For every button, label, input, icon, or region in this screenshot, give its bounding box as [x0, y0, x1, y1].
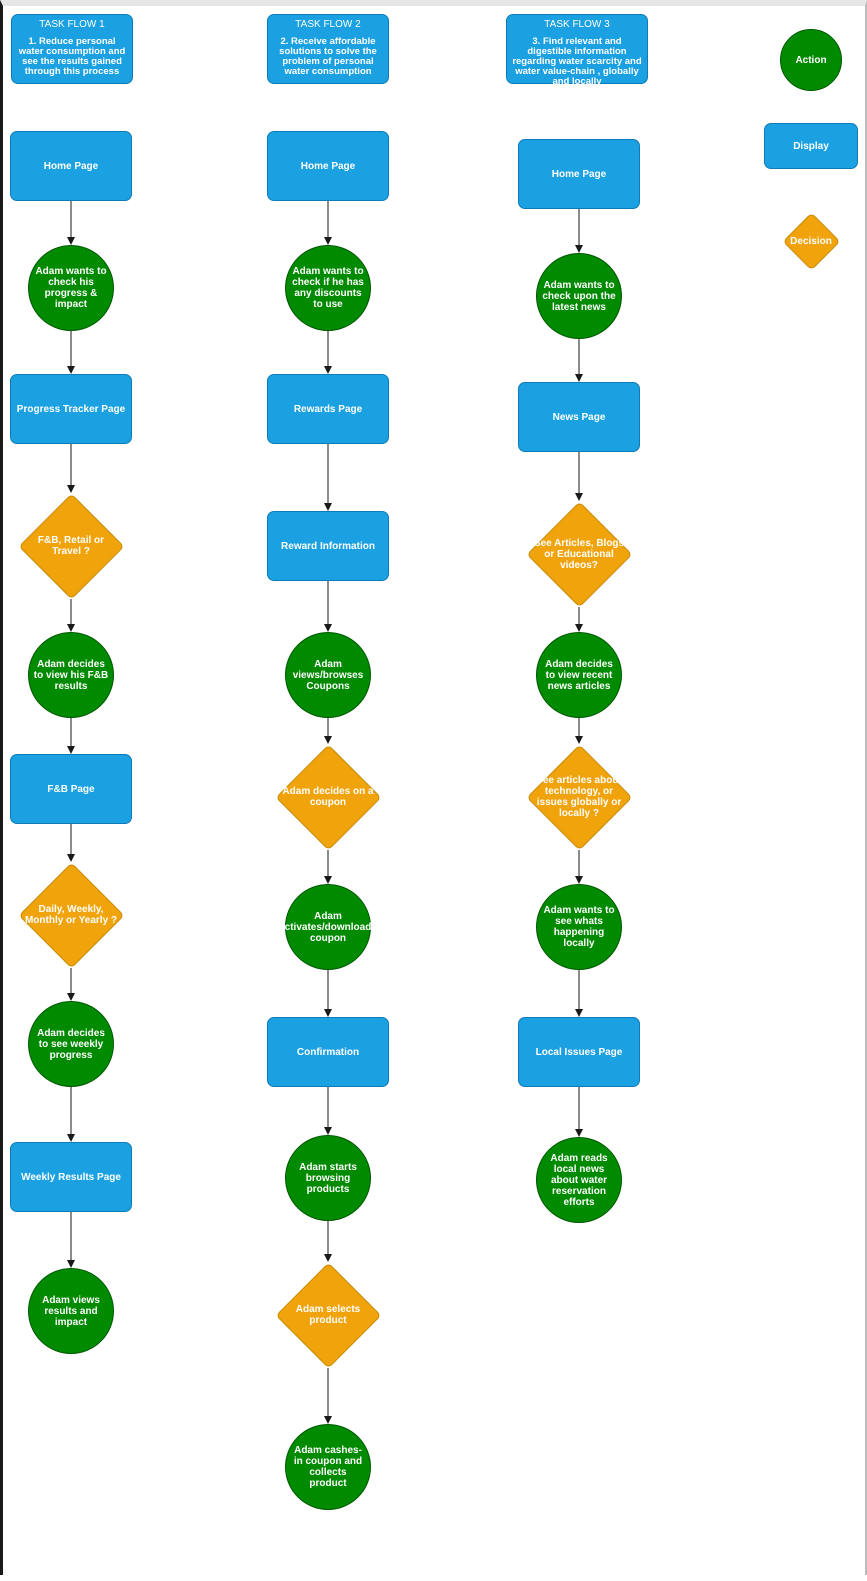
flow-1-decision-fandb-retail-or-travel: F&B, Retail or Travel ?: [17, 492, 125, 600]
task-flow-3-header: TASK FLOW 3 3. Find relevant and digestib…: [506, 14, 648, 87]
flow-1-action-adam-decides-to-see-weekly-progress: Adam decides to see weekly progress: [28, 1001, 114, 1087]
flow-3-decision-see-articles-about-technology-or-issues-globally-or-locally: See articles about technology, or issues…: [525, 743, 633, 851]
flow-1-display-progress-tracker-page: Progress Tracker Page: [10, 374, 132, 444]
flow-3-display-local-issues-page: Local Issues Page: [518, 1017, 640, 1087]
task-flow-description: 1. Reduce personal water consumption and…: [18, 36, 126, 77]
flow-2-action-adam-starts-browsing-products: Adam starts browsing products: [285, 1135, 371, 1221]
flow-3-action-adam-wants-to-check-upon-the-latest-news: Adam wants to check upon the latest news: [536, 253, 622, 339]
flow-2-display-confirmation: Confirmation: [267, 1017, 389, 1087]
flow-2-action-adam-activates-downloads-coupon: Adam activates/downloads coupon: [279, 884, 377, 970]
flow-3-display-home-page: Home Page: [518, 139, 640, 209]
task-flow-title: TASK FLOW 1: [39, 19, 105, 30]
task-flow-1-header: TASK FLOW 1 1. Reduce personal water cons…: [11, 14, 133, 84]
flow-3-action-adam-reads-local-news-about-water-reservation-efforts: Adam reads local news about water reserv…: [536, 1137, 622, 1223]
task-flow-description: 2. Receive affordable solutions to solve…: [279, 36, 377, 77]
flow-1-decision-daily-weekly-monthly-or-yearly: Daily, Weekly, Monthly or Yearly ?: [17, 861, 125, 969]
task-flow-description: 3. Find relevant and digestible informat…: [512, 36, 642, 87]
flow-2-display-reward-information: Reward Information: [267, 511, 389, 581]
decision-label: Decision: [790, 235, 832, 247]
legend-action: Action: [780, 29, 842, 91]
flow-3-action-adam-decides-to-view-recent-news-articles: Adam decides to view recent news article…: [536, 632, 622, 718]
decision-label: Adam decides on a coupon: [282, 786, 374, 808]
task-flow-title: TASK FLOW 3: [544, 19, 610, 30]
flow-3-action-adam-wants-to-see-whats-happening-locally: Adam wants to see whats happening locall…: [536, 884, 622, 970]
flow-2-decision-adam-decides-on-a-coupon: Adam decides on a coupon: [274, 743, 382, 851]
flow-1-action-adam-views-results-and-impact: Adam views results and impact: [28, 1268, 114, 1354]
decision-label: Daily, Weekly, Monthly or Yearly ?: [24, 904, 118, 926]
decision-label: See articles about technology, or issues…: [536, 775, 622, 819]
legend-display: Display: [764, 123, 858, 169]
flow-2-action-adam-wants-to-check-if-he-has-any-discounts-to-use: Adam wants to check if he has any discou…: [285, 245, 371, 331]
flow-2-display-home-page: Home Page: [267, 131, 389, 201]
flow-1-display-weekly-results-page: Weekly Results Page: [10, 1142, 132, 1212]
flow-3-display-news-page: News Page: [518, 382, 640, 452]
decision-label: Adam selects product: [295, 1304, 361, 1326]
flow-1-action-adam-decides-to-view-his-fandb-results: Adam decides to view his F&B results: [28, 632, 114, 718]
flow-1-action-adam-wants-to-check-his-progress-and-impact: Adam wants to check his progress & impac…: [28, 245, 114, 331]
flow-3-decision-see-articles-blogs-or-educational-videos: See Articles, Blogs or Educational video…: [525, 500, 633, 608]
flow-1-display-home-page: Home Page: [10, 131, 132, 201]
flow-1-display-fandb-page: F&B Page: [10, 754, 132, 824]
legend-decision: Decision: [782, 212, 840, 270]
flow-2-action-adam-cashes-in-coupon-and-collects-product: Adam cashes-in coupon and collects produ…: [285, 1424, 371, 1510]
flow-2-decision-adam-selects-product: Adam selects product: [274, 1261, 382, 1369]
flow-2-action-adam-views-browses-coupons: Adam views/browses Coupons: [285, 632, 371, 718]
decision-label: F&B, Retail or Travel ?: [37, 535, 105, 557]
connector-layer: [67, 201, 583, 1424]
task-flow-2-header: TASK FLOW 2 2. Receive affordable solutio…: [267, 14, 389, 84]
decision-label: See Articles, Blogs or Educational video…: [533, 537, 625, 571]
flow-2-display-rewards-page: Rewards Page: [267, 374, 389, 444]
task-flow-title: TASK FLOW 2: [295, 19, 361, 30]
